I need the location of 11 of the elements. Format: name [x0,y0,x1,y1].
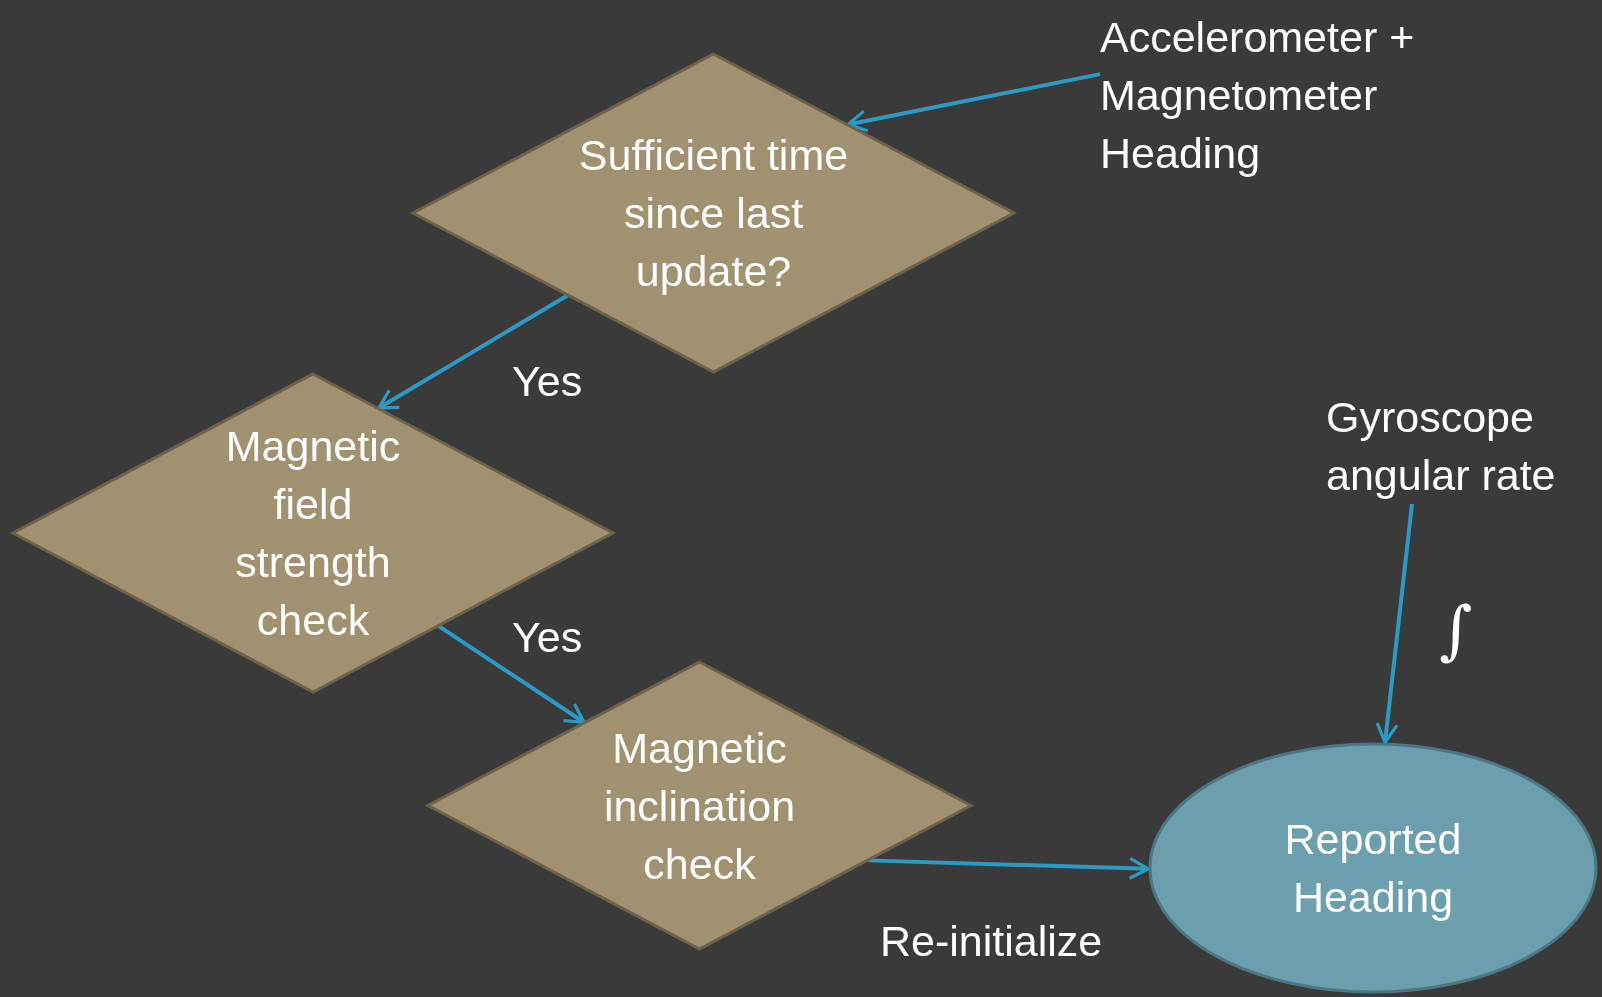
arrow [437,624,586,724]
arrow [846,72,1101,133]
input-label: Gyroscope angular rate [1326,388,1598,504]
decision-text: Magnetic field strength check [224,421,402,646]
arrow [377,293,569,410]
arrow [868,856,1150,880]
decision-text: Magnetic inclination check [602,722,797,890]
decision-text: Sufficient time since last update? [578,130,849,297]
input-label: Accelerometer + Magnetometer Heading [1100,8,1470,182]
arrow [1375,503,1414,744]
output-text: Reported Heading [1283,814,1463,923]
